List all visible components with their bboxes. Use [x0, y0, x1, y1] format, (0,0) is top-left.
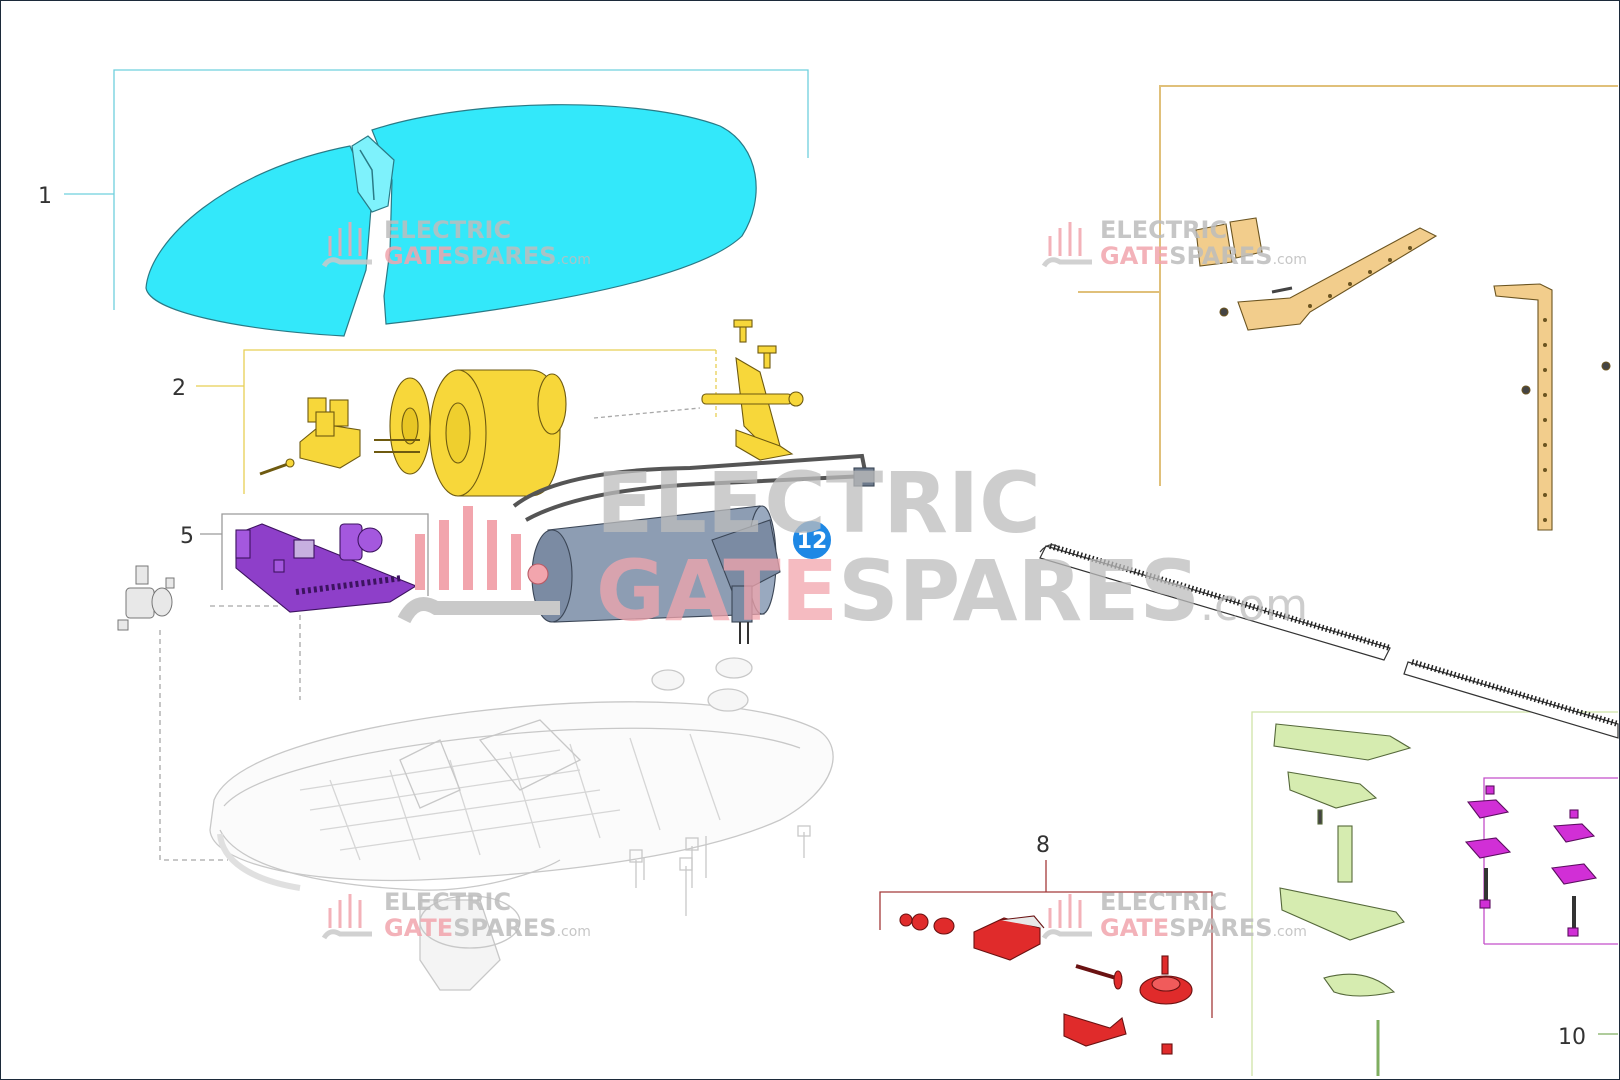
- watermark-small-4-logo-icon: [1048, 894, 1082, 928]
- green-parts: [1273, 723, 1412, 997]
- watermark-small-2-logo-icon: [1048, 222, 1082, 256]
- watermark-small-1-logo-icon: [328, 222, 362, 256]
- callout-10: 10: [1558, 1025, 1586, 1050]
- badge-12-label: 12: [797, 529, 828, 554]
- watermark-small-4: ELECTRIC GATESPARES.com: [1041, 888, 1307, 942]
- watermark-small-1-line2: GATESPARES.com: [384, 242, 591, 270]
- cover-part: [145, 104, 757, 337]
- red-parts: [899, 913, 1193, 1055]
- base-housing: [209, 657, 834, 991]
- watermark-large-logo-icon: [415, 506, 521, 590]
- watermark-small-4-line1: ELECTRIC: [1100, 888, 1227, 916]
- magenta-parts: [1464, 785, 1598, 937]
- watermark-small-3-line1: ELECTRIC: [384, 888, 511, 916]
- watermark-small-2-line2: GATESPARES.com: [1100, 242, 1307, 270]
- watermark-large-line1: ELECTRIC: [596, 454, 1041, 552]
- callout-5: 5: [180, 524, 194, 549]
- watermark-small-1: ELECTRIC GATESPARES.com: [321, 216, 591, 270]
- group-lines: [64, 69, 1618, 1076]
- motor-parts: [259, 319, 804, 497]
- watermark-large-wrench-icon: [397, 597, 560, 624]
- small-switch-parts: [117, 565, 175, 631]
- callout-8: 8: [1036, 833, 1050, 858]
- control-board: [235, 523, 418, 613]
- watermark-small-3-logo-icon: [328, 894, 362, 928]
- watermark-small-2: ELECTRIC GATESPARES.com: [1041, 216, 1307, 270]
- watermark-large-line2: GATESPARES.com: [596, 542, 1308, 640]
- watermark-small-3-line2: GATESPARES.com: [384, 914, 591, 942]
- watermark-small-2-line1: ELECTRIC: [1100, 216, 1227, 244]
- watermark-small-3: ELECTRIC GATESPARES.com: [321, 888, 591, 942]
- callout-1: 1: [38, 184, 52, 209]
- mounting-brackets: [1195, 217, 1611, 531]
- gear-motor: [512, 453, 875, 644]
- badge-12: [791, 519, 833, 561]
- watermark-small-4-line2: GATESPARES.com: [1100, 914, 1307, 942]
- toothed-rack: [1039, 543, 1619, 739]
- watermark-large: ELECTRIC GATESPARES.com: [397, 454, 1308, 640]
- callout-2: 2: [172, 376, 186, 401]
- watermark-small-1-line1: ELECTRIC: [384, 216, 511, 244]
